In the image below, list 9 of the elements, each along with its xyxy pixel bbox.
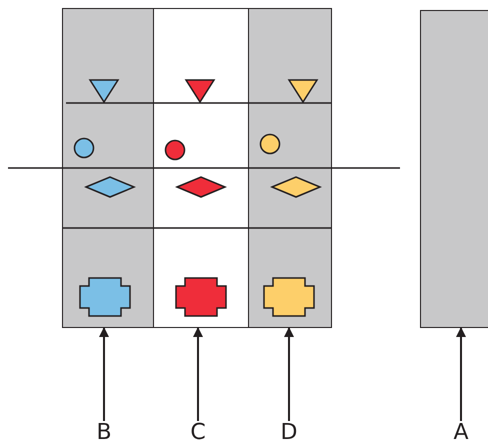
- letter-label: B: [90, 421, 118, 445]
- letter-label: C: [184, 421, 212, 445]
- arrow: [456, 327, 466, 421]
- letter-label: A: [447, 421, 475, 445]
- column-panel: [420, 10, 488, 328]
- arrow: [284, 327, 294, 421]
- arrow: [193, 327, 203, 421]
- letter-label: D: [275, 421, 303, 445]
- arrow: [99, 327, 109, 421]
